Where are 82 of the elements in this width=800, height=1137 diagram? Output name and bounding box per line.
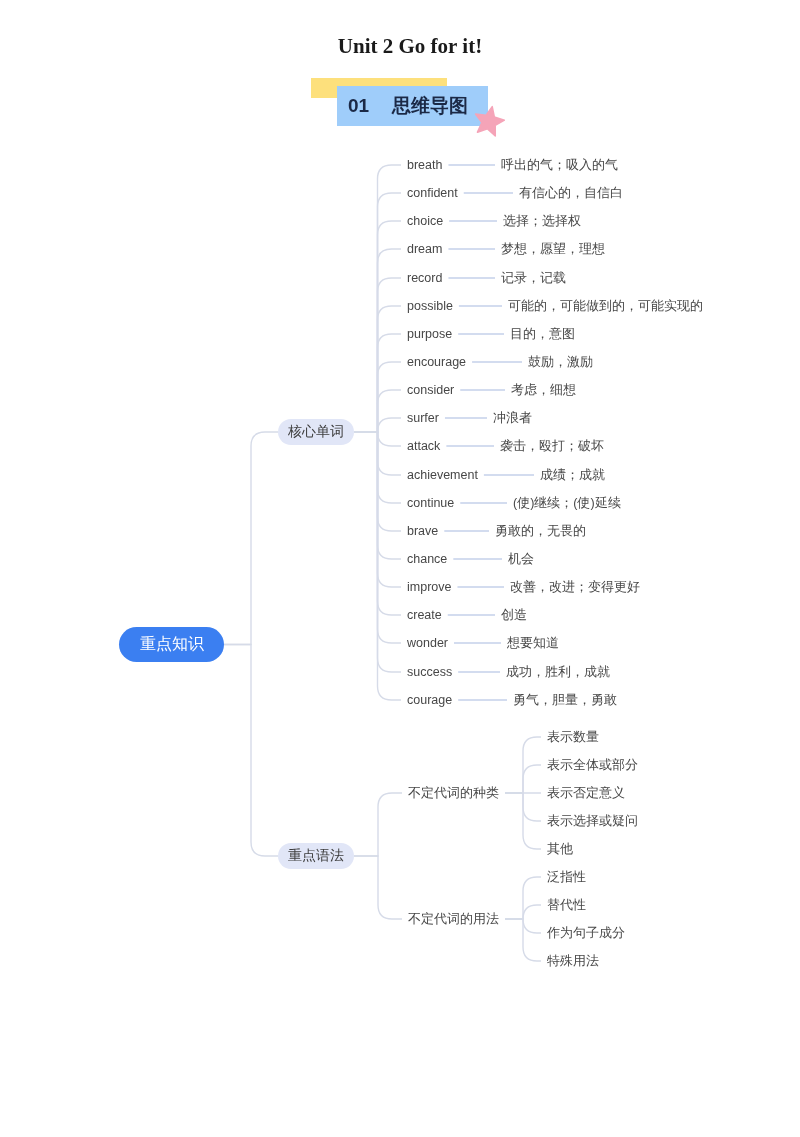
branch-pill: 重点语法: [278, 843, 354, 869]
meaning-text: 有信心的，自信白: [513, 185, 629, 201]
meaning-text: 可能的，可能做到的，可能实现的: [502, 298, 709, 314]
word-text: wonder: [401, 635, 454, 651]
connector-line: [448, 220, 498, 222]
item-text: 泛指性: [541, 869, 592, 885]
heading-banner: [337, 86, 488, 126]
connector-line: [458, 305, 503, 307]
connector-line: [223, 643, 279, 857]
item-text: 特殊用法: [541, 953, 605, 969]
word-text: consider: [401, 382, 461, 398]
meaning-text: 考虑，细想: [505, 382, 582, 398]
item-text: 表示否定意义: [541, 785, 631, 801]
connector-line: [457, 671, 501, 673]
connector-line: [453, 642, 502, 644]
item-text: 作为句子成分: [541, 925, 631, 941]
meaning-text: 改善，改进；变得更好: [504, 579, 646, 595]
word-text: purpose: [401, 326, 459, 342]
connector-line: [483, 474, 535, 476]
word-text: surfer: [401, 410, 445, 426]
word-text: improve: [401, 579, 458, 595]
word-text: attack: [401, 438, 447, 454]
word-text: record: [401, 270, 449, 286]
word-text: choice: [401, 213, 450, 229]
item-text: 表示全体或部分: [541, 757, 644, 773]
connector-line: [443, 530, 490, 532]
word-text: encourage: [401, 354, 473, 370]
word-text: success: [401, 664, 459, 680]
subtopic-text: 不定代词的用法: [402, 911, 505, 927]
meaning-text: 鼓励，激励: [522, 354, 599, 370]
connector-line: [457, 699, 508, 701]
connector-line: [447, 614, 496, 616]
connector-line: [463, 192, 514, 194]
connector-line: [471, 361, 523, 363]
connector-line: [447, 164, 496, 166]
connector-line: [456, 586, 505, 588]
meaning-text: 想要知道: [501, 635, 565, 651]
word-text: breath: [401, 157, 449, 173]
word-text: create: [401, 607, 448, 623]
word-text: chance: [401, 551, 454, 567]
meaning-text: 勇敢的，无畏的: [489, 523, 592, 539]
meaning-text: 勇气，胆量，勇敢: [507, 692, 623, 708]
branch-pill: 核心单词: [278, 419, 354, 445]
item-text: 其他: [541, 841, 579, 857]
meaning-text: (使)继续；(使)延续: [507, 495, 627, 511]
word-text: brave: [401, 523, 445, 539]
connector-line: [459, 502, 508, 504]
meaning-text: 成功，胜利，成就: [500, 664, 616, 680]
word-text: dream: [401, 241, 449, 257]
connector-line: [504, 792, 542, 850]
meaning-text: 选择；选择权: [497, 213, 587, 229]
item-text: 替代性: [541, 897, 592, 913]
connector-line: [447, 248, 496, 250]
meaning-text: 记录，记载: [495, 270, 572, 286]
word-text: confident: [401, 185, 464, 201]
meaning-text: 目的，意图: [504, 326, 581, 342]
connector-line: [353, 855, 403, 920]
meaning-text: 机会: [502, 551, 540, 567]
connector-line: [459, 389, 506, 391]
word-text: achievement: [401, 467, 484, 483]
word-text: possible: [401, 298, 459, 314]
meaning-text: 呼出的气；吸入的气: [495, 157, 624, 173]
connector-line: [444, 417, 488, 419]
meaning-text: 创造: [495, 607, 533, 623]
word-text: courage: [401, 692, 459, 708]
connector-line: [447, 277, 496, 279]
subtopic-text: 不定代词的种类: [402, 785, 505, 801]
meaning-text: 冲浪者: [487, 410, 538, 426]
section-heading: 思维导图: [392, 94, 469, 118]
word-text: continue: [401, 495, 461, 511]
central-topic-pill: 重点知识: [119, 627, 224, 662]
section-number: 01: [348, 94, 370, 118]
connector-line: [457, 333, 505, 335]
item-text: 表示选择或疑问: [541, 813, 644, 829]
meaning-text: 袭击，殴打；破坏: [494, 438, 610, 454]
meaning-text: 成绩；成就: [534, 467, 611, 483]
connector-line: [445, 445, 495, 447]
meaning-text: 梦想，愿望，理想: [495, 241, 611, 257]
connector-line: [452, 558, 503, 560]
title: Unit 2 Go for it!: [337, 33, 483, 59]
connector-line: [504, 918, 542, 962]
item-text: 表示数量: [541, 729, 605, 745]
